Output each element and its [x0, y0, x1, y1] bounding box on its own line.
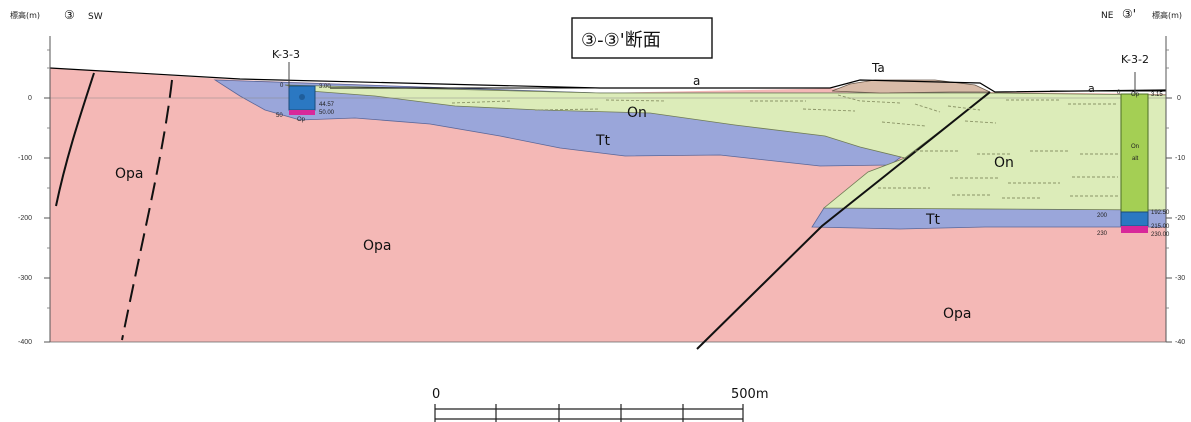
right-y-tick-label-20: -20 — [1175, 215, 1185, 222]
k-3-2-layer-3: Op — [1131, 92, 1140, 98]
k-3-3-layer: Op — [297, 117, 306, 123]
tt-unit-right — [811, 207, 1167, 230]
k-3-2-depth-200: 200 — [1097, 213, 1108, 219]
ta-unit — [831, 79, 991, 94]
k-3-3-top: 0 — [280, 83, 284, 89]
k-3-2-layer-2: alt — [1132, 156, 1139, 162]
k-3-2-depth-4: 230.00 — [1151, 232, 1170, 238]
fault-line-3 — [696, 91, 991, 350]
k-3-2-layer-1: On — [1131, 144, 1139, 150]
left-axis-title: 標高(m) — [10, 10, 40, 20]
y-tick-label-200: -200 — [18, 215, 32, 222]
k-3-3-depth-1: 3.00 — [319, 84, 331, 90]
k-3-2-top: 0 — [1117, 90, 1121, 96]
y-tick-label-0: 0 — [28, 95, 32, 102]
right-y-tick-label-40: -40 — [1175, 339, 1185, 346]
k-3-2-depth-1: 3.15 — [1151, 92, 1163, 98]
k-3-3-marker — [299, 94, 305, 100]
unit-label-opa-left-top: Opa — [115, 166, 144, 182]
k-3-2-borehole-core — [1120, 93, 1149, 213]
k-3-2-label: K-3-2 — [1121, 53, 1149, 66]
k-3-3-bottom: 50 — [276, 113, 283, 119]
k-3-2-borehole-tt — [1120, 211, 1149, 227]
k-3-3-borehole-core — [288, 85, 316, 111]
right-marker: ③' — [1122, 7, 1136, 21]
k-3-2-depth-3: 215.00 — [1151, 224, 1170, 230]
unit-label-ta: Ta — [871, 61, 885, 75]
unit-label-opa-left-mid: Opa — [363, 238, 392, 254]
unit-label-on-left: On — [627, 105, 647, 121]
section-surface — [49, 67, 1167, 93]
fault-line-2 — [121, 79, 173, 341]
fault-line-1 — [55, 72, 95, 207]
right-y-tick-label-30: -30 — [1175, 275, 1185, 282]
unit-label-tt-left: Tt — [595, 133, 611, 149]
k-3-3-borehole-base — [289, 110, 315, 115]
right-direction: NE — [1101, 11, 1114, 21]
left-marker: ③ — [64, 8, 75, 22]
unit-label-opa-right: Opa — [943, 306, 972, 322]
k-3-3-label: K-3-3 — [272, 48, 300, 61]
right-y-tick-label-0: 0 — [1177, 95, 1181, 102]
title-box — [571, 17, 713, 59]
right-y-tick-label-10: -10 — [1175, 155, 1185, 162]
k-3-2-borehole-base — [1121, 226, 1148, 233]
scale-bar-start: 0 — [432, 387, 440, 402]
unit-label-tt-right: Tt — [925, 212, 941, 228]
scale-bar-end: 500m — [731, 387, 768, 402]
unit-label-on-right: On — [994, 155, 1014, 171]
y-tick-label-400: -400 — [18, 339, 32, 346]
k-3-2-depth-2: 192.50 — [1151, 210, 1170, 216]
left-direction: SW — [88, 12, 103, 22]
unit-label-a-right: a — [1088, 82, 1095, 95]
k-3-3-depth-2: 44.57 — [319, 102, 335, 108]
unit-label-a-left: a — [693, 74, 700, 88]
y-tick-label-100: -100 — [18, 155, 32, 162]
y-tick-label-300: -300 — [18, 275, 32, 282]
k-3-2-depth-230: 230 — [1097, 231, 1108, 237]
k-3-3-depth-3: 50.00 — [319, 110, 335, 116]
title: ③-③'断面 — [581, 30, 661, 51]
right-axis-title: 標高(m) — [1152, 10, 1182, 20]
